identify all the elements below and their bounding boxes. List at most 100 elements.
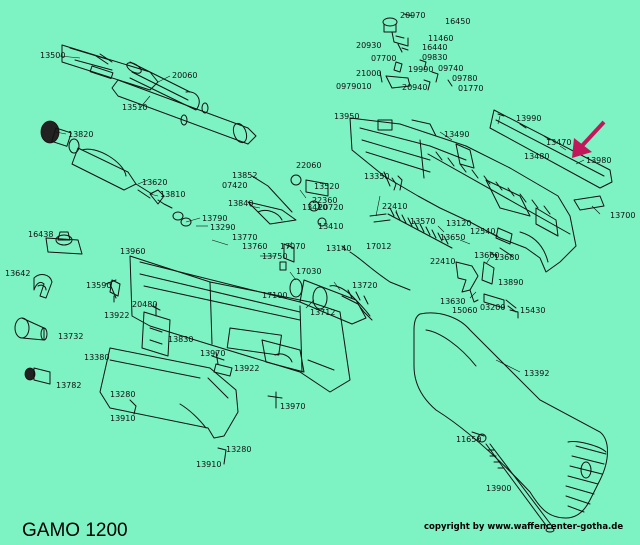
screws <box>105 175 519 465</box>
part-label: 13732 <box>58 332 83 341</box>
part-label: 13970 <box>280 402 305 411</box>
part-label: 13570 <box>410 217 435 226</box>
part-label: 13680 <box>494 253 519 262</box>
trigger-guard-housing <box>99 311 239 439</box>
part-label: 13380 <box>84 353 109 362</box>
part-label: 13840 <box>228 199 253 208</box>
trigger-parts-left <box>14 274 121 385</box>
part-label: 13350 <box>364 172 389 181</box>
part-label: 13950 <box>334 112 359 121</box>
part-label: 13642 <box>5 269 30 278</box>
part-label: 13290 <box>210 223 235 232</box>
safety-cluster <box>379 13 453 91</box>
part-label: 13750 <box>262 252 287 261</box>
receiver-frame <box>129 255 351 393</box>
part-label: 13910 <box>110 414 135 423</box>
part-label: 09740 <box>438 64 463 73</box>
part-label: 17100 <box>262 291 287 300</box>
barrel-assembly <box>61 44 257 145</box>
part-label: 20720 <box>318 203 343 212</box>
part-label: 17030 <box>296 267 321 276</box>
part-label: 22410 <box>382 202 407 211</box>
part-label: 12540 <box>470 227 495 236</box>
part-label: 16440 <box>422 43 447 52</box>
part-label: 20930 <box>356 41 381 50</box>
part-label: 13720 <box>352 281 377 290</box>
part-label: 16450 <box>445 17 470 26</box>
part-label: 22410 <box>430 257 455 266</box>
part-label: 13820 <box>68 130 93 139</box>
part-label: 13140 <box>326 244 351 253</box>
part-label: 11650 <box>456 435 481 444</box>
part-label: 07700 <box>371 54 396 63</box>
part-label: 09830 <box>422 53 447 62</box>
part-label: 13960 <box>120 247 145 256</box>
part-label: 13700 <box>610 211 635 220</box>
leader-lines <box>55 55 601 441</box>
part-label: 13910 <box>196 460 221 469</box>
part-label: 13410 <box>302 203 327 212</box>
scope-rail <box>489 109 613 211</box>
part-label: 13852 <box>232 171 257 180</box>
mid-small-parts <box>247 174 411 325</box>
part-label: 13630 <box>440 297 465 306</box>
piston-assembly <box>40 120 192 227</box>
part-label: 13790 <box>202 214 227 223</box>
part-label: 13760 <box>242 242 267 251</box>
part-label: 13280 <box>110 390 135 399</box>
part-label: 13990 <box>516 114 541 123</box>
part-label: 13470 <box>546 138 571 147</box>
part-label: 13410 <box>318 222 343 231</box>
part-label: 0979010 <box>336 82 372 91</box>
part-label: 13900 <box>486 484 511 493</box>
part-labels: 20970 16450 11460 16440 20930 09830 0770… <box>5 11 635 493</box>
part-label: 11460 <box>428 34 453 43</box>
rear-sight <box>45 231 83 255</box>
part-label: 20940 <box>402 83 427 92</box>
part-label: 13392 <box>524 369 549 378</box>
part-label: 13810 <box>160 190 185 199</box>
part-label: 13970 <box>200 349 225 358</box>
stock-bolt <box>477 433 555 533</box>
part-label: 13712 <box>310 308 335 317</box>
part-label: 13650 <box>440 233 465 242</box>
part-label: 17012 <box>366 242 391 251</box>
part-label: 13922 <box>234 364 259 373</box>
part-label: 17070 <box>280 242 305 251</box>
stock <box>413 312 608 519</box>
part-label: 15060 <box>452 306 477 315</box>
part-label: 13120 <box>446 219 471 228</box>
part-label: 13922 <box>104 311 129 320</box>
part-label: 01770 <box>458 84 483 93</box>
action-receiver <box>349 117 577 273</box>
part-label: 13490 <box>444 130 469 139</box>
part-label: 20480 <box>132 300 157 309</box>
part-label: 22360 <box>312 196 337 205</box>
part-label: 13480 <box>524 152 549 161</box>
part-label: 03200 <box>480 303 505 312</box>
copyright-notice: copyright by www.waffencenter-gotha.de <box>424 522 623 532</box>
part-label: 13620 <box>142 178 167 187</box>
part-label: 09780 <box>452 74 477 83</box>
part-label: 22060 <box>296 161 321 170</box>
part-label: 16438 <box>28 230 53 239</box>
part-label: 15430 <box>520 306 545 315</box>
diagram-title: GAMO 1200 <box>22 520 128 541</box>
part-label: 07420 <box>222 181 247 190</box>
part-label: 13980 <box>586 156 611 165</box>
part-label: 13280 <box>226 445 251 454</box>
part-label: 13830 <box>168 335 193 344</box>
mainspring <box>369 151 571 249</box>
part-label: 13520 <box>314 182 339 191</box>
part-label: 13782 <box>56 381 81 390</box>
part-label: 13500 <box>40 51 65 60</box>
part-label: 20970 <box>400 11 425 20</box>
pointer-arrow <box>572 120 606 158</box>
part-label: 13660 <box>474 251 499 260</box>
part-label: 13890 <box>498 278 523 287</box>
part-label: 13770 <box>232 233 257 242</box>
part-label: 21000 <box>356 69 381 78</box>
part-label: 13590 <box>86 281 111 290</box>
